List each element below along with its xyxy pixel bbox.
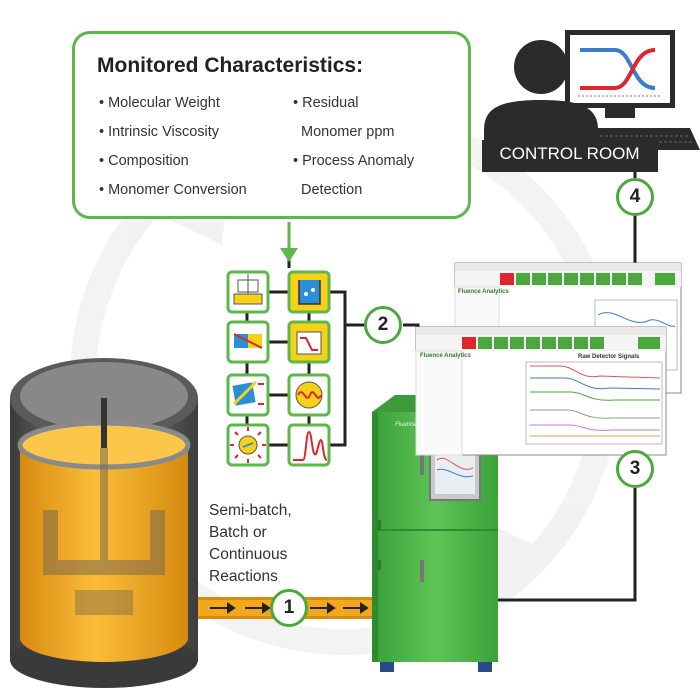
polarization-detector-icon: [287, 373, 331, 417]
characteristic-item: • Intrinsic Viscosity: [99, 124, 220, 140]
step-marker-4: 4: [616, 178, 654, 216]
mixing-detector-icon: [226, 270, 270, 314]
software-window-front: [415, 326, 667, 456]
front-window-chart-title: Raw Detector Signals: [578, 354, 640, 360]
viscometer-detector-icon: [287, 320, 331, 364]
step-marker-2: 2: [364, 306, 402, 344]
reaction-type-line: Batch or: [209, 524, 267, 541]
refractive-index-detector-icon: [226, 320, 270, 364]
step-marker-3: 3: [616, 450, 654, 488]
cabinet-brand-label: Fluence: [395, 422, 417, 428]
characteristic-item: Monomer ppm: [301, 124, 395, 140]
characteristic-item: • Monomer Conversion: [99, 182, 247, 198]
characteristic-item: • Residual: [293, 95, 359, 111]
step-marker-1: 1: [270, 589, 308, 627]
characteristic-item: Detection: [301, 182, 363, 198]
characteristic-item: • Process Anomaly: [293, 153, 415, 169]
fluorescence-detector-icon: [226, 423, 270, 467]
callout-pointer-arrow: [280, 222, 298, 262]
control-room-illustration: [482, 30, 700, 172]
detector-grid: [226, 270, 331, 467]
light-scattering-detector-icon: [226, 373, 270, 417]
uv-beaker-detector-icon: [287, 270, 331, 314]
reaction-type-line: Reactions: [209, 568, 278, 585]
monitored-characteristics-callout: Monitored Characteristics: • Molecular W…: [72, 31, 471, 219]
reaction-type-label: Semi-batch, Batch or Continuous Reaction…: [209, 500, 292, 588]
back-window-brand: Fluence Analytics: [458, 289, 509, 295]
callout-title: Monitored Characteristics:: [97, 54, 364, 77]
characteristic-item: • Molecular Weight: [99, 95, 220, 111]
reactor-vessel: [10, 358, 198, 688]
reaction-type-line: Continuous: [209, 546, 288, 563]
characteristic-item: • Composition: [99, 153, 189, 169]
reaction-type-line: Semi-batch,: [209, 502, 292, 519]
control-room-label: CONTROL ROOM: [499, 144, 640, 163]
front-window-brand: Fluence Analytics: [420, 353, 471, 359]
peak-signal-detector-icon: [287, 423, 331, 467]
